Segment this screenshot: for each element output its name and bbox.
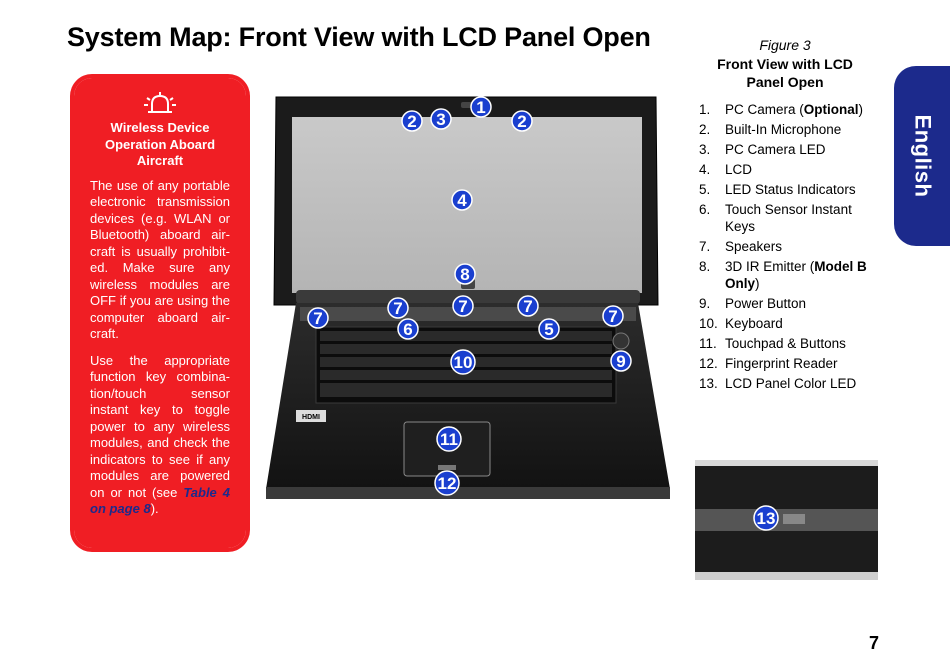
callout-number: 5 — [544, 320, 553, 339]
parts-list-item: 3. PC Camera LED — [699, 141, 874, 158]
callout-number: 3 — [436, 110, 445, 129]
callout-badge: 5 — [538, 318, 560, 340]
parts-list-text: Built-In Microphone — [725, 122, 842, 137]
callout-number: 11 — [440, 430, 458, 449]
parts-list-text: Keyboard — [725, 316, 783, 331]
parts-list-text: LCD Panel Color LED — [725, 376, 857, 391]
parts-list-text: Speakers — [725, 239, 783, 254]
parts-list-text: Touchpad & Buttons — [725, 336, 846, 351]
parts-list-number: 9. — [699, 296, 711, 311]
parts-list-item: 2. Built-In Microphone — [699, 121, 874, 138]
callout-badge: 12 — [434, 470, 460, 496]
callout-badge: 2 — [401, 110, 423, 132]
page-title: System Map: Front View with LCD Panel Op… — [67, 22, 651, 52]
parts-list-item: 11. Touchpad & Buttons — [699, 335, 874, 352]
parts-list-text: LCD — [725, 162, 753, 177]
parts-list: 1. PC Camera (Optional) 2. Built-In Microph… — [699, 101, 874, 395]
callout-number: 1 — [476, 98, 485, 117]
callout-number: 9 — [616, 352, 625, 371]
table-4-link[interactable]: Table 4 on page 8 — [90, 484, 230, 517]
callout-number: 12 — [438, 474, 457, 493]
parts-list-item: 6. Touch Sensor Instant Keys — [699, 201, 874, 235]
parts-list-number: 5. — [699, 182, 711, 197]
hdmi-label: HDMI — [302, 414, 320, 421]
callout-badge: 7 — [452, 295, 474, 317]
callout-badge: 7 — [387, 297, 409, 319]
parts-list-number: 1. — [699, 102, 711, 117]
parts-list-number: 13. — [699, 376, 718, 391]
parts-list-number: 2. — [699, 122, 711, 137]
callout-number: 4 — [457, 191, 467, 210]
callout-badge: 10 — [450, 349, 476, 375]
alarm-bell-icon — [144, 92, 176, 113]
aircraft-warning-box: Wireless Device Operation Aboard Aircraf… — [70, 74, 250, 552]
parts-list-text: LED Status Indicators — [725, 182, 856, 197]
language-tab[interactable]: English — [894, 66, 950, 246]
parts-list-number: 6. — [699, 202, 711, 217]
parts-list-number: 10. — [699, 316, 718, 331]
parts-list-item: 13. LCD Panel Color LED — [699, 375, 874, 392]
callout-badge: 3 — [430, 108, 452, 130]
language-tab-label: English — [910, 114, 936, 198]
callout-badge: 11 — [436, 426, 462, 452]
callout-badge: 2 — [511, 110, 533, 132]
callout-number: 7 — [458, 297, 467, 316]
parts-list-item: 9. Power Button — [699, 295, 874, 312]
callout-number: 2 — [407, 112, 416, 131]
parts-list-item: 1. PC Camera (Optional) — [699, 101, 874, 118]
parts-list-text: Power Button — [725, 296, 807, 311]
callout-number: 7 — [608, 307, 617, 326]
parts-list-item: 7. Speakers — [699, 238, 874, 255]
warning-paragraph-2: Use the appropriate function key combina… — [90, 352, 230, 517]
callout-badge: 7 — [307, 307, 329, 329]
parts-list-number: 8. — [699, 259, 711, 274]
parts-list-text: 3D IR Emitter (Model B Only) — [725, 259, 867, 291]
parts-list-text: PC Camera (Optional) — [725, 102, 864, 117]
figure-title: Front View with LCD Panel Open — [717, 56, 853, 90]
callout-number: 8 — [460, 265, 469, 284]
parts-list-text: Fingerprint Reader — [725, 356, 838, 371]
parts-list-text: Touch Sensor Instant Keys — [725, 202, 852, 234]
parts-list-item: 5. LED Status Indicators — [699, 181, 874, 198]
lcd-callout-badge — [753, 505, 779, 531]
callout-number: 7 — [523, 297, 532, 316]
parts-list-number: 3. — [699, 142, 711, 157]
callout-badge: 7 — [602, 305, 624, 327]
callout-number: 6 — [403, 320, 412, 339]
callout-number: 7 — [313, 309, 322, 328]
warning-heading: Wireless Device Operation Aboard Aircraf… — [104, 120, 216, 168]
parts-list-number: 12. — [699, 356, 718, 371]
parts-list-item: 4. LCD — [699, 161, 874, 178]
callout-badge: 1 — [470, 96, 492, 118]
callout-number: 10 — [454, 353, 473, 372]
parts-list-number: 4. — [699, 162, 711, 177]
warning-paragraph-1: The use of any portable electronic trans… — [90, 177, 230, 342]
callout-badge: 6 — [397, 318, 419, 340]
callout-number: 2 — [517, 112, 526, 131]
callout-badge: 7 — [517, 295, 539, 317]
callout-number: 7 — [393, 299, 402, 318]
callout-badge: 9 — [610, 350, 632, 372]
page-number: 7 — [869, 633, 880, 653]
parts-list-text: PC Camera LED — [725, 142, 826, 157]
lcd-panel-back-photo: 13 — [695, 460, 878, 580]
callout-badge: 4 — [451, 189, 473, 211]
parts-list-number: 7. — [699, 239, 711, 254]
parts-list-item: 12. Fingerprint Reader — [699, 355, 874, 372]
parts-list-number: 11. — [699, 336, 717, 351]
lcd-callout-number: 13 — [757, 509, 776, 528]
callout-badge: 8 — [454, 263, 476, 285]
parts-list-item: 10. Keyboard — [699, 315, 874, 332]
figure-label: Figure 3 — [759, 37, 811, 53]
parts-list-item: 8. 3D IR Emitter (Model B Only) — [699, 258, 874, 292]
